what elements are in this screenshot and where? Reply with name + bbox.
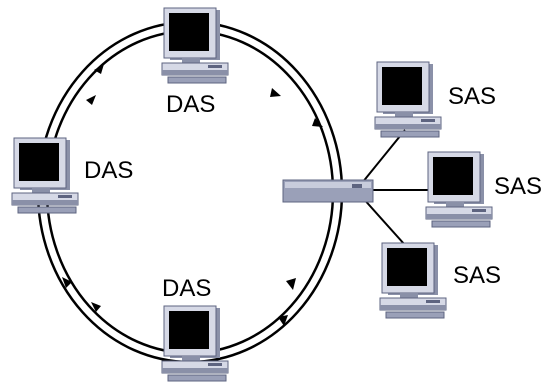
arrow-icon <box>278 315 288 326</box>
arrow-icon <box>94 64 104 74</box>
sas-station-2: SAS <box>425 151 542 228</box>
arrow-icon <box>62 277 72 288</box>
das-station-left: DAS <box>11 137 133 214</box>
link-line <box>361 129 406 184</box>
computer-icon <box>11 137 79 214</box>
station-label: DAS <box>166 91 215 118</box>
station-label: DAS <box>162 275 211 302</box>
station-label: SAS <box>494 173 542 200</box>
station-label: SAS <box>453 262 501 289</box>
computer-icon <box>161 305 229 382</box>
station-label: DAS <box>84 157 133 184</box>
computer-icon <box>425 151 493 228</box>
computer-icon <box>161 7 229 84</box>
das-station-bottom: DAS <box>161 275 229 382</box>
ring-direction-arrows <box>62 64 323 326</box>
arrow-icon <box>270 88 281 97</box>
arrow-icon <box>91 302 101 312</box>
link-line <box>361 196 406 246</box>
station-label: SAS <box>448 83 496 110</box>
sas-station-1: SAS <box>374 61 496 138</box>
computer-icon <box>379 242 447 319</box>
concentrator-hub <box>282 179 374 203</box>
computer-icon <box>374 61 442 138</box>
das-station-top: DAS <box>161 7 229 118</box>
sas-station-3: SAS <box>379 242 501 319</box>
arrow-icon <box>286 278 296 290</box>
arrow-icon <box>86 95 96 105</box>
arrow-icon <box>312 118 323 127</box>
